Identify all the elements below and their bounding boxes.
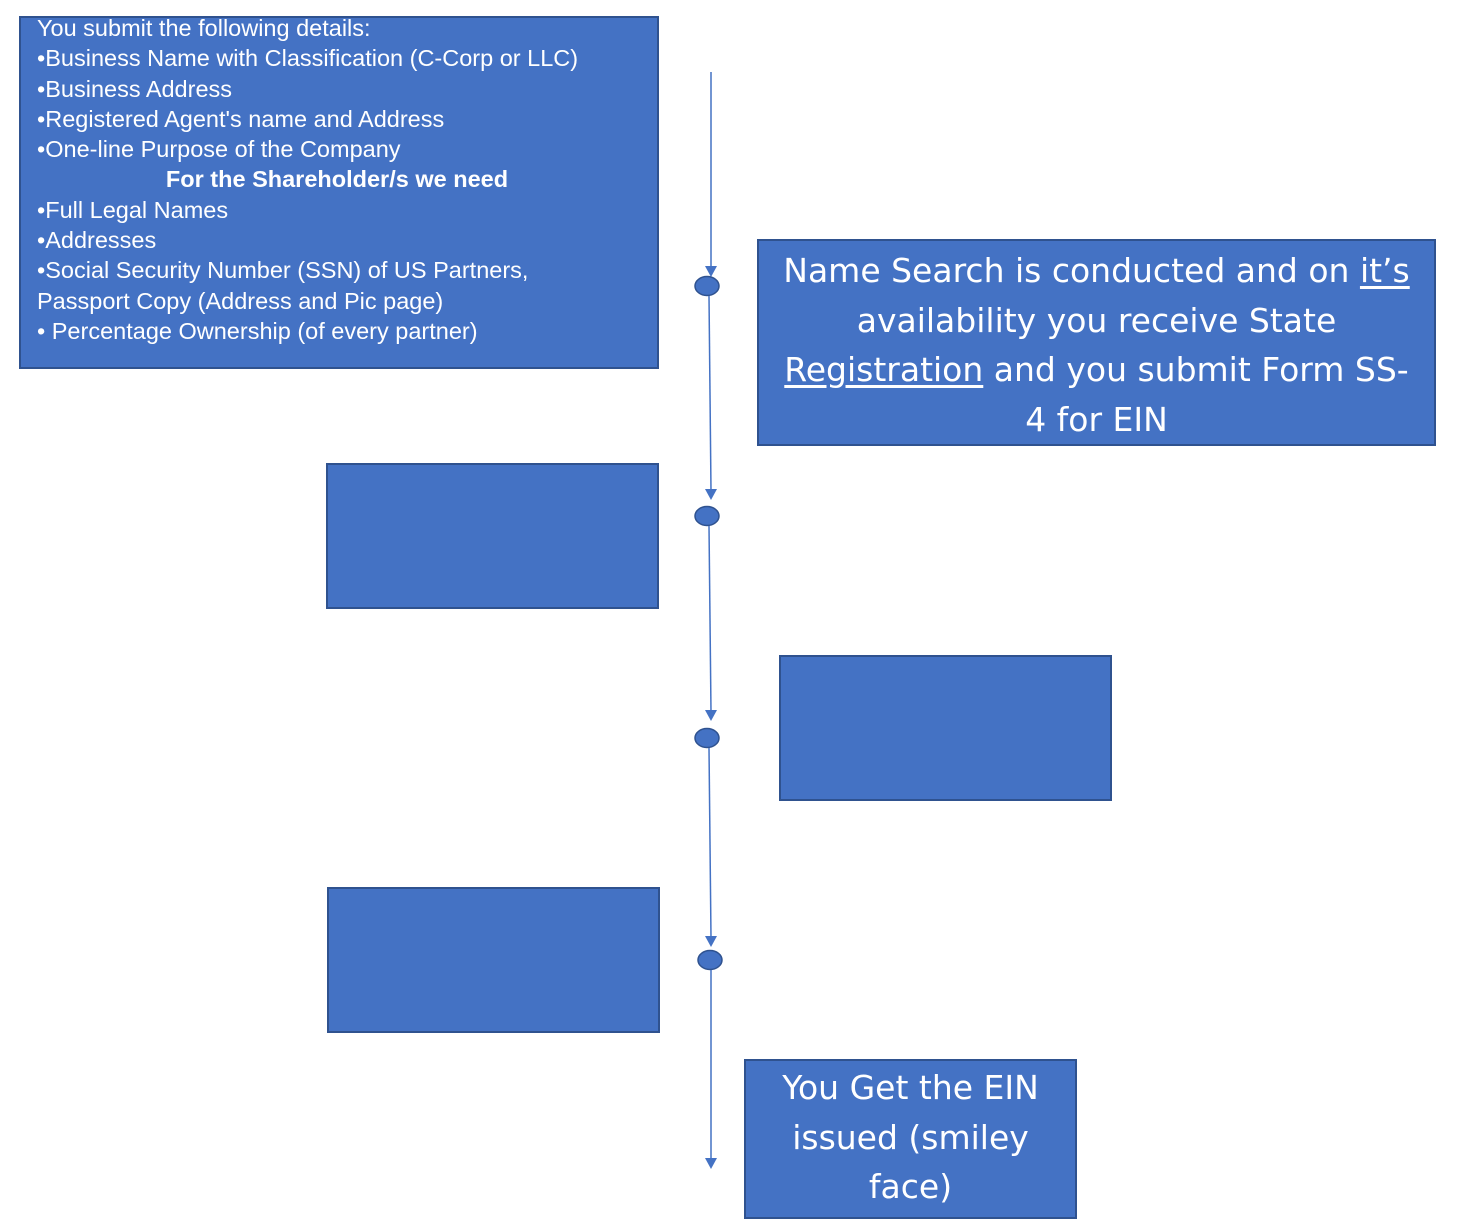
timeline-arrowhead xyxy=(705,710,717,721)
detail-item: •Business Name with Classification (C-Co… xyxy=(37,45,579,72)
shareholder-subheading: For the Shareholder/s we need xyxy=(165,166,509,193)
details-submission-box: You submit the following details: •Busin… xyxy=(19,15,659,369)
shareholder-item: Passport Copy (Address and Pic page) xyxy=(37,287,444,314)
timeline-arrowhead xyxy=(705,489,717,500)
timeline-segment xyxy=(708,747,712,939)
shareholder-item: •Social Security Number (SSN) of US Part… xyxy=(37,257,529,284)
timeline-segment xyxy=(708,295,712,492)
timeline-milestone-dot xyxy=(697,949,723,971)
name-search-text: availability you receive State xyxy=(856,300,1337,340)
empty-step-box xyxy=(326,463,659,609)
name-search-step-box: Name Search is conducted and on it’s ava… xyxy=(757,239,1436,446)
detail-item: •One-line Purpose of the Company xyxy=(37,136,401,163)
name-search-text: Name Search is conducted and on xyxy=(783,251,1360,290)
timeline-segment xyxy=(708,525,712,713)
timeline-arrowhead xyxy=(705,1158,717,1169)
timeline-milestone-dot xyxy=(694,727,720,749)
shareholder-item: •Full Legal Names xyxy=(37,196,229,223)
details-intro: You submit the following details: xyxy=(37,15,371,41)
detail-item: •Registered Agent's name and Address xyxy=(37,105,445,132)
name-search-text: and you submit Form SS-4 for EIN xyxy=(983,350,1409,439)
ein-issued-text: You Get the EIN issued (smiley face) xyxy=(782,1068,1039,1206)
timeline-milestone-dot xyxy=(694,505,720,527)
ein-issued-box: You Get the EIN issued (smiley face) xyxy=(744,1059,1077,1219)
timeline-arrowhead xyxy=(705,936,717,947)
name-search-underlined-word: Registration xyxy=(784,350,984,389)
shareholder-item: • Percentage Ownership (of every partner… xyxy=(37,317,478,344)
detail-item: •Business Address xyxy=(37,75,233,102)
empty-step-box xyxy=(779,655,1112,801)
timeline-arrowhead xyxy=(705,266,717,277)
timeline-milestone-dot xyxy=(694,275,720,297)
empty-step-box xyxy=(327,887,660,1033)
name-search-underlined-word: it’s xyxy=(1359,251,1410,290)
shareholder-item: •Addresses xyxy=(37,227,157,254)
